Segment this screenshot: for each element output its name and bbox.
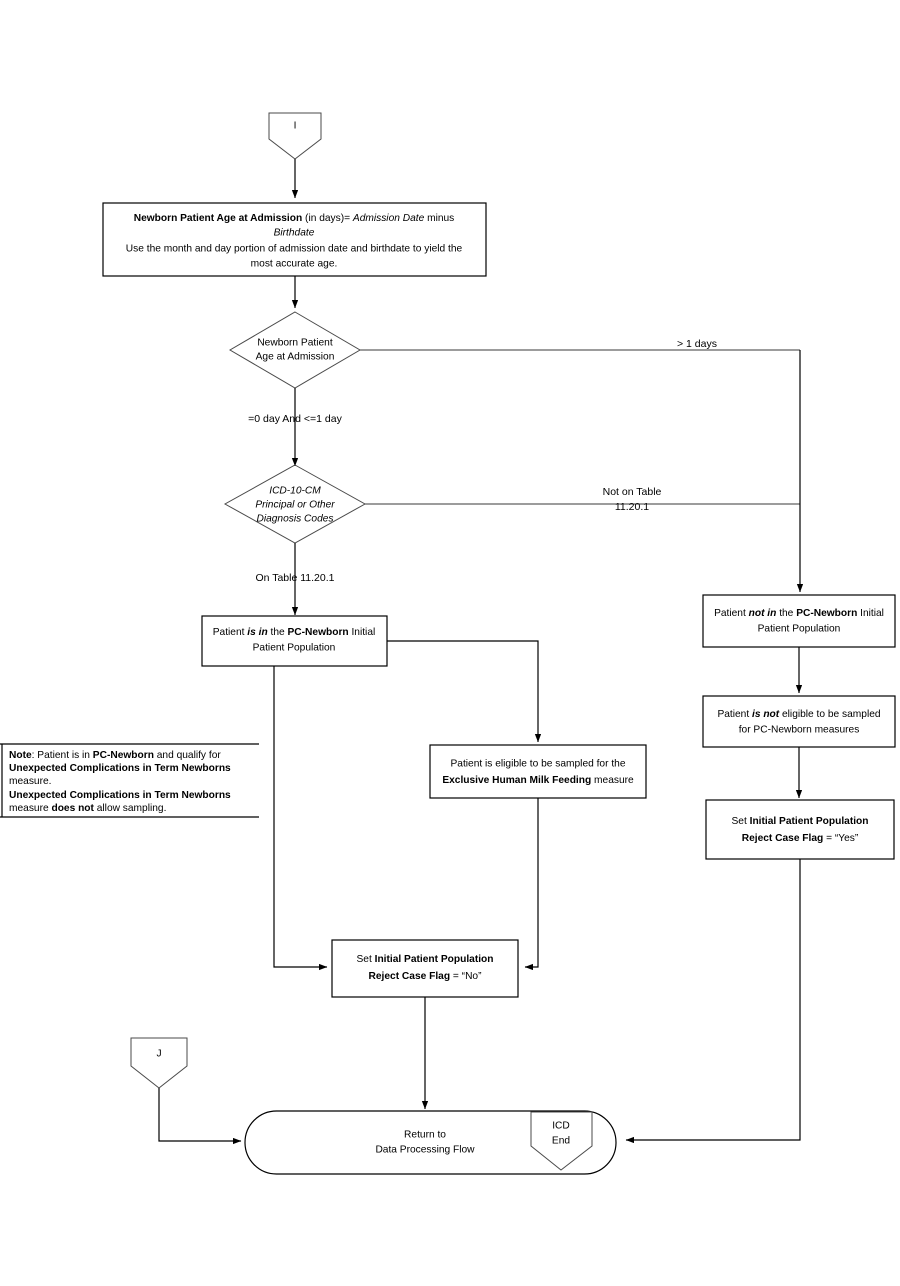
node-connector-in[interactable]: I: [268, 112, 322, 160]
node-eligible-milk[interactable]: Patient is eligible to be sampled for th…: [429, 744, 647, 799]
decision-icd-line3: Diagnosis Codes: [256, 514, 333, 525]
patient-not-in-line1: Patient not in the PC-Newborn Initial: [714, 608, 884, 619]
node-set-flag-no[interactable]: Set Initial Patient Population Reject Ca…: [331, 939, 519, 998]
node-set-flag-yes[interactable]: Set Initial Patient Population Reject Ca…: [705, 799, 895, 860]
age-calc-line4: most accurate age.: [251, 259, 338, 270]
edge-label-age-gt1: > 1 days: [677, 338, 717, 350]
decision-age-line2: Age at Admission: [256, 352, 335, 363]
edge-label-icd-not-l1: Not on Table: [603, 486, 662, 498]
edge-is-in-to-set-flag-no: [273, 666, 328, 971]
eligible-milk-line1: Patient is eligible to be sampled for th…: [451, 759, 626, 770]
node-patient-not-in[interactable]: Patient not in the PC-Newborn Initial Pa…: [702, 594, 896, 648]
note-line-5: measure does not allow sampling.: [9, 803, 166, 814]
node-age-calc[interactable]: Newborn Patient Age at Admission (in day…: [102, 202, 487, 277]
node-terminal-return[interactable]: Return to Data Processing Flow: [244, 1110, 617, 1175]
note-line-2: Unexpected Complications in Term Newborn…: [9, 763, 231, 774]
patient-not-in-line2: Patient Population: [758, 624, 841, 635]
age-calc-line3: Use the month and day portion of admissi…: [126, 244, 463, 255]
decision-icd-line2: Principal or Other: [255, 500, 335, 511]
decision-age-line1: Newborn Patient: [257, 338, 332, 349]
connector-icd-end-line1: ICD: [552, 1121, 570, 1132]
patient-is-in-line2: Patient Population: [253, 643, 336, 654]
age-calc-line2: Birthdate: [274, 228, 315, 239]
edge-label-age-ok: =0 day And <=1 day: [248, 413, 342, 425]
connector-in-label: I: [294, 121, 297, 132]
edge-milk-to-set-flag-no: [524, 798, 539, 971]
note-line-1: Note: Patient is in PC-Newborn and quali…: [9, 750, 221, 761]
note-box: Note: Patient is in PC-Newborn and quali…: [0, 743, 259, 818]
eligible-milk-line2: Exclusive Human Milk Feeding measure: [442, 775, 634, 786]
node-decision-icd[interactable]: ICD-10-CM Principal or Other Diagnosis C…: [223, 464, 367, 544]
node-connector-icd-end[interactable]: ICD End: [530, 1111, 593, 1171]
set-flag-yes-line1: Set Initial Patient Population: [732, 816, 869, 827]
edge-label-icd-not-l2: 11.20.1: [615, 501, 649, 513]
edge-set-flag-yes-to-terminal: [625, 859, 801, 1144]
note-line-4: Unexpected Complications in Term Newborn…: [9, 790, 231, 801]
connector-icd-end-line2: End: [552, 1136, 570, 1147]
edge-label-icd-on-table: On Table 11.20.1: [255, 572, 334, 584]
set-flag-no-line1: Set Initial Patient Population: [357, 954, 494, 965]
edge-is-in-to-milk-box: [387, 640, 542, 743]
not-eligible-line1: Patient is not eligible to be sampled: [717, 709, 880, 720]
edge-connector-j-to-terminal: [158, 1088, 242, 1145]
connector-j-label: J: [156, 1049, 161, 1060]
set-flag-no-line2: Reject Case Flag = “No”: [369, 971, 483, 982]
terminal-return-line1: Return to: [404, 1130, 446, 1141]
not-eligible-line2: for PC-Newborn measures: [739, 725, 860, 736]
age-calc-line1: Newborn Patient Age at Admission (in day…: [134, 213, 455, 224]
note-line-3: measure.: [9, 776, 51, 787]
node-not-eligible[interactable]: Patient is not eligible to be sampled fo…: [702, 695, 896, 748]
decision-icd-line1: ICD-10-CM: [269, 486, 321, 497]
node-patient-is-in[interactable]: Patient is in the PC-Newborn Initial Pat…: [201, 615, 388, 667]
set-flag-yes-line2: Reject Case Flag = “Yes”: [742, 833, 859, 844]
patient-is-in-line1: Patient is in the PC-Newborn Initial: [213, 627, 376, 638]
terminal-return-line2: Data Processing Flow: [375, 1145, 475, 1156]
node-decision-age[interactable]: Newborn Patient Age at Admission: [229, 311, 361, 389]
node-connector-j[interactable]: J: [130, 1037, 188, 1089]
